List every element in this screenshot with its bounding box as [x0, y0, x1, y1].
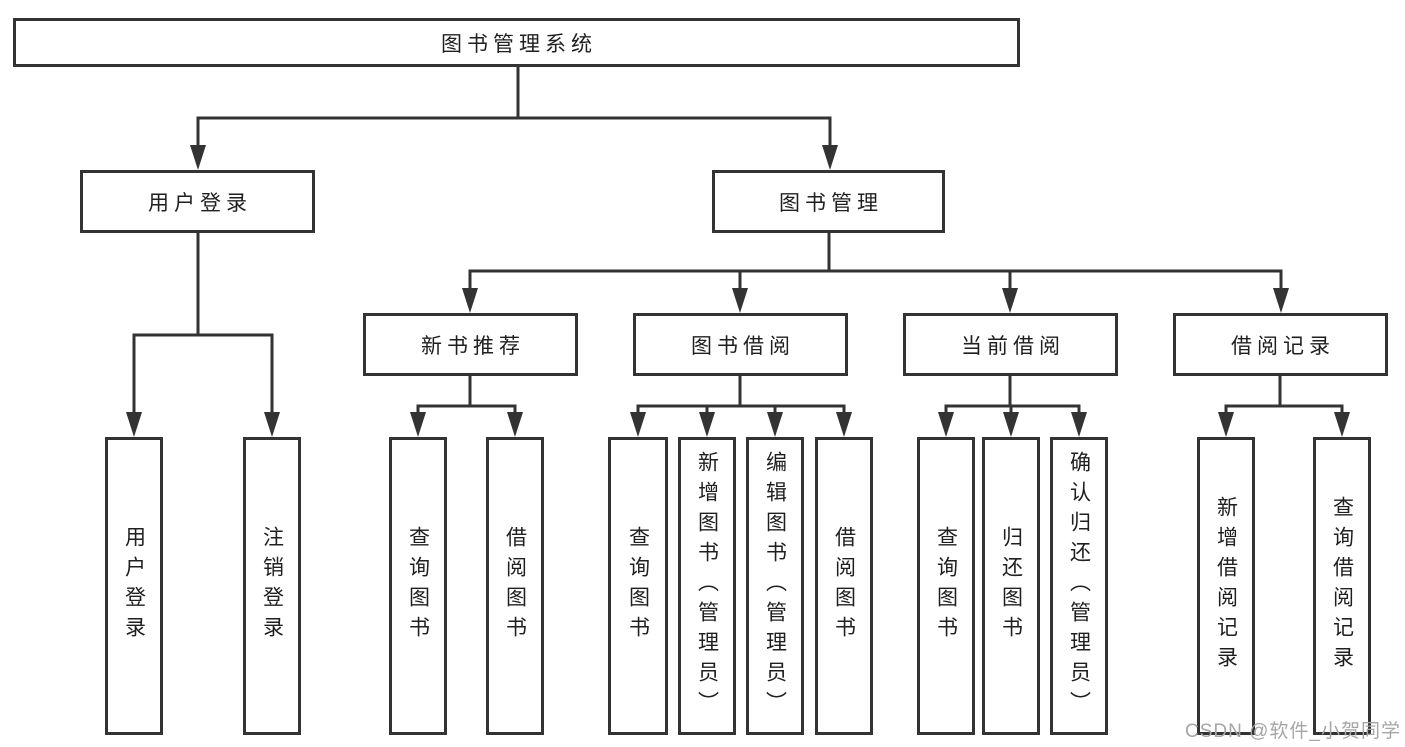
node-label: 用户登录	[122, 526, 146, 646]
node-label: 查询图书	[626, 526, 650, 646]
node-label: 图书管理系统	[441, 32, 597, 56]
node-user-login: 用户登录	[80, 170, 315, 233]
leaf-borrow-books-recommend: 借阅图书	[486, 437, 544, 735]
node-label: 确认归还（管理员）	[1067, 451, 1091, 721]
node-borrowing-records: 借阅记录	[1173, 313, 1388, 376]
node-book-borrowing: 图书借阅	[633, 313, 848, 376]
node-label: 新增借阅记录	[1214, 496, 1238, 676]
leaf-query-borrow-record: 查询借阅记录	[1313, 437, 1371, 735]
node-label: 查询图书	[406, 526, 430, 646]
node-label: 新增图书（管理员）	[695, 451, 719, 721]
leaf-add-borrow-record: 新增借阅记录	[1197, 437, 1255, 735]
leaf-query-books-recommend: 查询图书	[389, 437, 447, 735]
node-label: 借阅图书	[503, 526, 527, 646]
node-current-borrowing: 当前借阅	[903, 313, 1118, 376]
arrowhead-icons	[126, 145, 1350, 437]
node-library-system: 图书管理系统	[13, 18, 1020, 67]
node-label: 图书借阅	[691, 334, 795, 358]
node-label: 编辑图书（管理员）	[763, 451, 787, 721]
node-label: 图书管理	[779, 191, 883, 215]
leaf-borrow-books-borrowing: 借阅图书	[815, 437, 873, 735]
node-label: 注销登录	[260, 526, 284, 646]
leaf-edit-books-admin: 编辑图书（管理员）	[746, 437, 804, 735]
node-label: 归还图书	[999, 526, 1023, 646]
node-label: 当前借阅	[961, 334, 1065, 358]
leaf-query-books-current: 查询图书	[917, 437, 975, 735]
node-label: 用户登录	[148, 191, 252, 215]
leaf-return-books: 归还图书	[982, 437, 1040, 735]
leaf-query-books-borrowing: 查询图书	[608, 437, 668, 735]
node-label: 查询借阅记录	[1330, 496, 1354, 676]
node-label: 查询图书	[934, 526, 958, 646]
leaf-logout: 注销登录	[243, 437, 301, 735]
csdn-watermark: CSDN @软件_小贺同学	[1185, 721, 1401, 742]
node-new-book-recommend: 新书推荐	[363, 313, 578, 376]
leaf-confirm-return-admin: 确认归还（管理员）	[1050, 437, 1108, 735]
node-label: 借阅记录	[1231, 334, 1335, 358]
node-book-management: 图书管理	[712, 170, 945, 233]
leaf-user-login: 用户登录	[105, 437, 163, 735]
node-label: 新书推荐	[421, 334, 525, 358]
leaf-add-books-admin: 新增图书（管理员）	[678, 437, 736, 735]
node-label: 借阅图书	[832, 526, 856, 646]
